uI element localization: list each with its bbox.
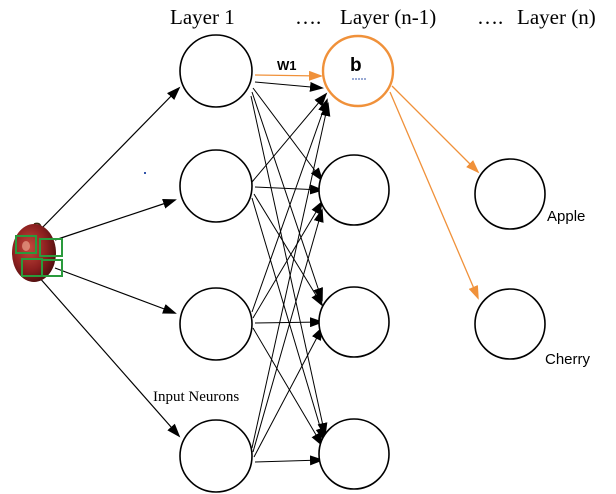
- hidden-edge: [251, 98, 328, 313]
- input-edge: [54, 267, 177, 314]
- hidden-edge: [253, 326, 323, 458]
- neuron-layer-n-minus-1-2: [318, 154, 390, 226]
- header-layer-n: Layer (n): [517, 5, 596, 29]
- header-layer-n-minus-1: Layer (n-1): [340, 5, 436, 29]
- output-edges: [389, 85, 480, 300]
- neuron-layer1-3: [179, 287, 253, 361]
- layer-n-minus-1-neurons: [318, 154, 390, 490]
- hidden-edge: [251, 92, 328, 183]
- patch-box: [15, 235, 37, 254]
- patch-box: [39, 238, 63, 257]
- hidden-edge: [252, 327, 324, 447]
- output-edge-cherry: [389, 91, 479, 300]
- hidden-edge: [254, 317, 324, 328]
- apple-icon: [12, 222, 63, 282]
- neuron-output-apple: [474, 158, 546, 230]
- output-edge-apple: [391, 85, 480, 174]
- header-layer-1: Layer 1: [170, 5, 235, 29]
- hidden-edges: [250, 81, 331, 466]
- header-ellipsis-2: ….: [477, 5, 503, 29]
- neuron-layer1-1: [179, 34, 253, 108]
- hidden-edge: [251, 91, 323, 302]
- hidden-edge: [252, 200, 324, 319]
- stray-dot: [144, 172, 146, 174]
- hidden-edge: [254, 455, 324, 466]
- weight-label-w1: W1: [277, 58, 297, 73]
- hidden-edge: [252, 87, 324, 182]
- input-edge: [54, 199, 177, 241]
- hidden-edge: [253, 193, 324, 307]
- weight-edge-w1: [254, 70, 323, 81]
- input-neurons-label: Input Neurons: [153, 389, 239, 405]
- neuron-output-cherry: [474, 288, 546, 360]
- neuron-layer1-4: [179, 419, 253, 493]
- output-neurons: [474, 158, 546, 360]
- hidden-edge: [254, 184, 324, 195]
- neuron-layer-n-minus-1-bias: [321, 34, 395, 108]
- output-label-apple: Apple: [547, 208, 585, 225]
- input-edge: [37, 86, 181, 233]
- hidden-edge: [250, 95, 328, 437]
- output-label-cherry: Cherry: [545, 351, 591, 368]
- neuron-layer-n-minus-1-4: [318, 418, 390, 490]
- layer-1-neurons: [179, 34, 253, 493]
- header-ellipsis-1: ….: [295, 5, 321, 29]
- bias-label: b: [350, 55, 362, 76]
- hidden-edge: [251, 102, 331, 449]
- input-edges: [37, 86, 181, 438]
- hidden-edge: [254, 81, 324, 92]
- neuron-layer-n-minus-1-3: [318, 286, 390, 358]
- input-edge: [37, 275, 181, 438]
- patch-box: [41, 259, 63, 277]
- hidden-edge: [251, 197, 326, 442]
- hidden-edge: [252, 208, 324, 453]
- neuron-layer1-2: [179, 149, 253, 223]
